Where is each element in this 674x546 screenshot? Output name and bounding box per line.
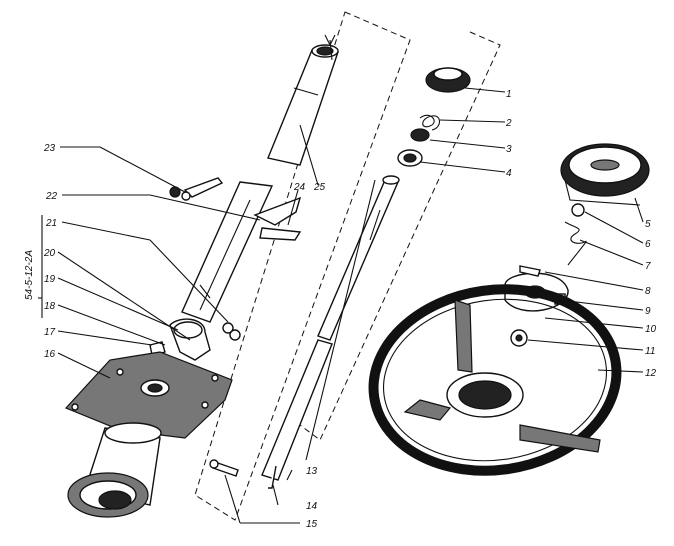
callout-2: 2	[505, 118, 512, 129]
upper-tube	[267, 34, 339, 166]
steering-gear-housing	[67, 422, 162, 518]
callout-20: 20	[43, 248, 56, 259]
cover-cap	[425, 67, 471, 93]
callout-17: 17	[44, 327, 56, 338]
bushing	[410, 128, 430, 142]
callout-25: 25	[313, 182, 326, 193]
steering-shaft	[261, 175, 400, 481]
callout-4: 4	[506, 168, 512, 179]
callout-3: 3	[506, 144, 512, 155]
steering-wheel	[368, 284, 622, 476]
callout-24: 24	[293, 182, 306, 193]
bearing-race	[397, 149, 423, 167]
callout-13: 13	[306, 466, 318, 477]
callout-7: 7	[645, 261, 651, 272]
nut-upper	[222, 322, 234, 334]
callout-14: 14	[306, 501, 318, 512]
callout-5: 5	[645, 219, 651, 230]
nut-lower	[229, 329, 241, 341]
callout-8: 8	[645, 286, 651, 297]
figure-code: 54-5-12-2A	[24, 250, 35, 300]
bolt	[209, 459, 239, 477]
spring	[419, 114, 441, 131]
callout-11: 11	[645, 346, 655, 357]
callout-18: 18	[44, 301, 56, 312]
horn-button	[560, 143, 650, 206]
callout-6: 6	[645, 239, 651, 250]
leader-lines	[38, 87, 644, 524]
callout-19: 19	[44, 274, 56, 285]
callout-21: 21	[45, 218, 57, 229]
cotter-pin	[268, 465, 277, 489]
contact-spring	[564, 221, 587, 266]
spring-clip	[169, 177, 224, 201]
callout-labels: 1 2 3 4 5 6 7 8 9 10 11 12 13 14 15 16 1…	[24, 89, 657, 530]
contact-washer	[571, 203, 585, 217]
callout-10: 10	[645, 324, 657, 335]
callout-22: 22	[45, 191, 58, 202]
callout-12: 12	[645, 368, 657, 379]
callout-16: 16	[44, 349, 56, 360]
callout-15: 15	[306, 519, 318, 530]
callout-23: 23	[43, 143, 56, 154]
column-jacket	[181, 181, 302, 323]
callout-1: 1	[506, 89, 512, 100]
callout-9: 9	[645, 306, 651, 317]
assembly-guide-left	[194, 11, 411, 521]
